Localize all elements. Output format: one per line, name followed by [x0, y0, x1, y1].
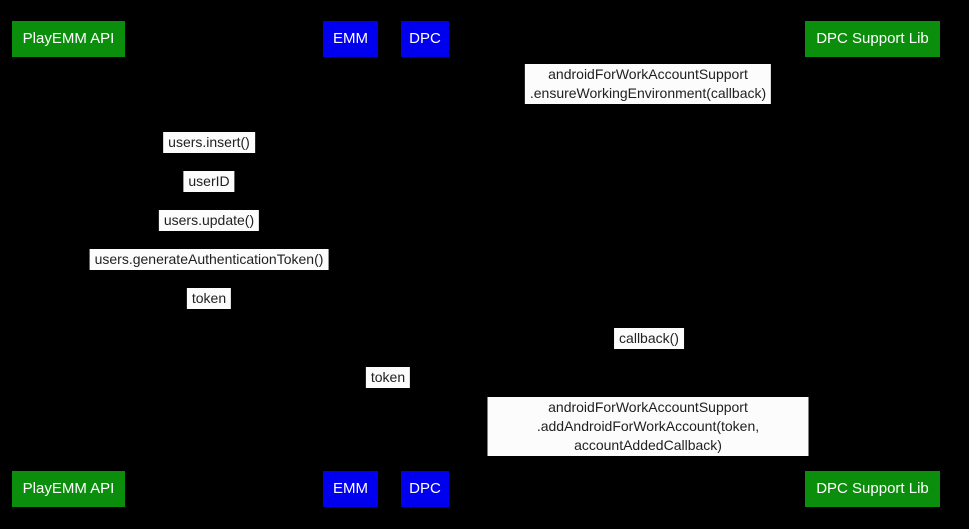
message-token-1: token [186, 288, 232, 309]
message-callback: callback() [614, 328, 684, 349]
participant-emm-bottom: EMM [323, 471, 378, 507]
message-users-update: users.update() [158, 210, 260, 231]
participant-dpc-support-lib-bottom: DPC Support Lib [805, 471, 940, 507]
message-ensure-working-environment: androidForWorkAccountSupport .ensureWork… [524, 64, 772, 104]
participant-playemm-api-top: PlayEMM API [12, 21, 125, 57]
message-add-android-for-work-account: androidForWorkAccountSupport .addAndroid… [487, 397, 809, 456]
message-generate-authentication-token: users.generateAuthenticationToken() [89, 249, 329, 270]
participant-dpc-support-lib-top: DPC Support Lib [805, 21, 940, 57]
participant-emm-top: EMM [323, 21, 378, 57]
message-token-2: token [365, 367, 411, 388]
message-userid: userID [183, 171, 235, 192]
message-users-insert: users.insert() [163, 132, 255, 153]
participant-dpc-top: DPC [401, 21, 449, 57]
participant-playemm-api-bottom: PlayEMM API [12, 471, 125, 507]
participant-dpc-bottom: DPC [401, 471, 449, 507]
